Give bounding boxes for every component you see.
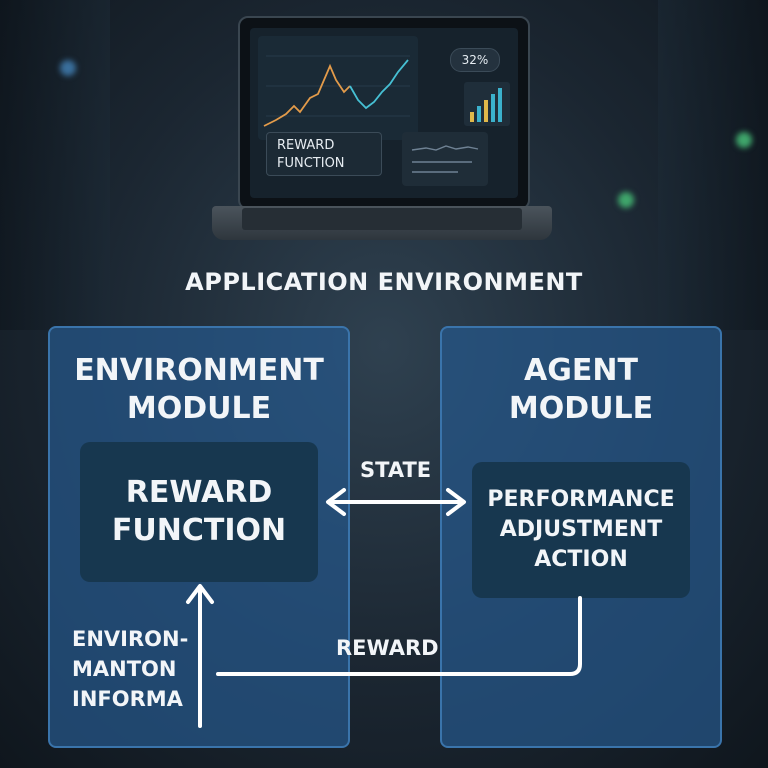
bar-chart-panel [464,82,510,126]
env-info-line3: INFORMA [72,687,183,711]
environment-module-title-line1: ENVIRONMENT [74,353,324,388]
action-line2: ADJUSTMENT [499,517,663,542]
server-led-icon [60,60,76,76]
server-led-icon [736,132,752,148]
agent-module-title-line2: MODULE [508,391,654,426]
reward-function-node[interactable]: REWARD FUNCTION [80,442,318,582]
screen-reward-line1: REWARD [277,138,335,153]
environment-module-title-line2: MODULE [126,391,272,426]
screen-reward-line2: FUNCTION [277,156,345,171]
laptop-keyboard [242,208,522,230]
server-led-icon [618,192,634,208]
laptop-screen: 32% REWARD FUNCTION [250,28,518,198]
line-chart-icon [263,55,410,127]
agent-module-title-line1: AGENT [524,353,638,388]
line-chart-panel [258,36,418,140]
agent-module: AGENT MODULE PERFORMANCE ADJUSTMENT ACTI… [440,326,722,748]
environment-info-arrow [186,584,214,728]
environment-module-title: ENVIRONMENT MODULE [50,352,348,428]
state-arrow [326,488,466,516]
server-rack-right [658,0,768,330]
action-line3: ACTION [534,547,628,572]
laptop-screen-frame: 32% REWARD FUNCTION [238,16,530,210]
env-info-line2: MANTON [72,657,177,681]
screen-reward-function-box: REWARD FUNCTION [266,132,382,176]
env-info-line1: ENVIRON- [72,627,189,651]
reward-feedback-arrow [216,596,582,676]
environment-information-label: ENVIRON- MANTON INFORMA [72,624,188,714]
laptop: 32% REWARD FUNCTION [212,16,552,246]
reward-function-line2: FUNCTION [111,513,287,548]
server-rack-left [0,0,110,330]
bar-chart-icon [470,88,502,122]
agent-module-title: AGENT MODULE [442,352,720,428]
application-environment-title: APPLICATION ENVIRONMENT [185,268,583,296]
action-line1: PERFORMANCE [487,487,675,512]
mini-panel [402,132,488,186]
mini-lines-icon [411,145,479,173]
performance-adjustment-action-node[interactable]: PERFORMANCE ADJUSTMENT ACTION [472,462,690,598]
reward-edge-label: REWARD [336,636,439,660]
reward-function-line1: REWARD [125,475,273,510]
state-edge-label: STATE [360,458,432,482]
percent-badge: 32% [450,48,500,72]
